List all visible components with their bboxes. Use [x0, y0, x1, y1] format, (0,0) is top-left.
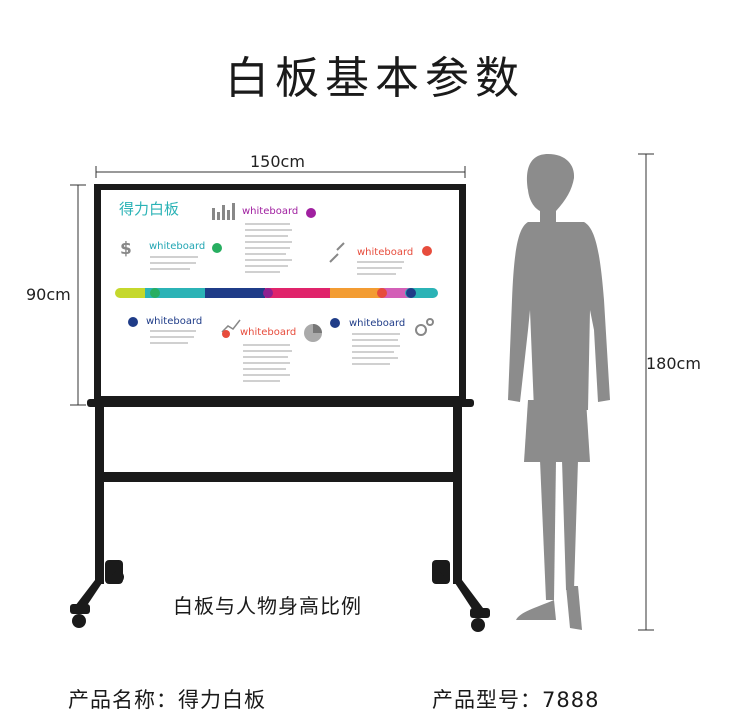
product-name-spec: 产品名称：得力白板 [68, 684, 266, 714]
page-title: 白板基本参数 [225, 53, 525, 104]
height-dimension-label: 90cm [26, 285, 71, 304]
dollar-icon: $ [120, 239, 132, 259]
pie-chart-icon [304, 324, 322, 342]
board-brand-title: 得力白板 [119, 200, 180, 218]
board-label-4: whiteboard [146, 316, 203, 327]
board-label-6: whiteboard [349, 318, 406, 329]
person-height-dimension-line [638, 153, 654, 631]
product-name-label: 产品名称： [68, 688, 178, 712]
board-label-5: whiteboard [240, 327, 297, 338]
board-timeline [115, 288, 438, 298]
board-label-3: whiteboard [357, 247, 414, 258]
product-model-label: 产品型号： [432, 688, 542, 712]
person-silhouette [508, 154, 610, 630]
board-label-2: whiteboard [149, 241, 206, 252]
bar-chart-icon [212, 203, 235, 220]
proportion-caption: 白板与人物身高比例 [173, 594, 362, 618]
board-dot-purple [306, 208, 316, 218]
whiteboard-stand [70, 404, 490, 632]
width-dimension-line [95, 166, 466, 178]
board-dot-navy [128, 317, 138, 327]
height-dimension-line [70, 184, 86, 406]
width-dimension-label: 150cm [250, 152, 305, 171]
marker-tray [87, 399, 474, 407]
line-chart-icon [221, 319, 241, 338]
arrows-icon [329, 242, 345, 263]
board-dot-red [422, 246, 432, 256]
board-label-1: whiteboard [242, 206, 299, 217]
board-dot-green [212, 243, 222, 253]
product-model-spec: 产品型号：7888 [432, 684, 599, 714]
board-dot-navy-2 [330, 318, 340, 328]
gear-icon [415, 318, 434, 336]
person-height-dimension-label: 180cm [646, 354, 701, 373]
product-name-value: 得力白板 [178, 688, 266, 712]
product-model-value: 7888 [542, 688, 600, 712]
